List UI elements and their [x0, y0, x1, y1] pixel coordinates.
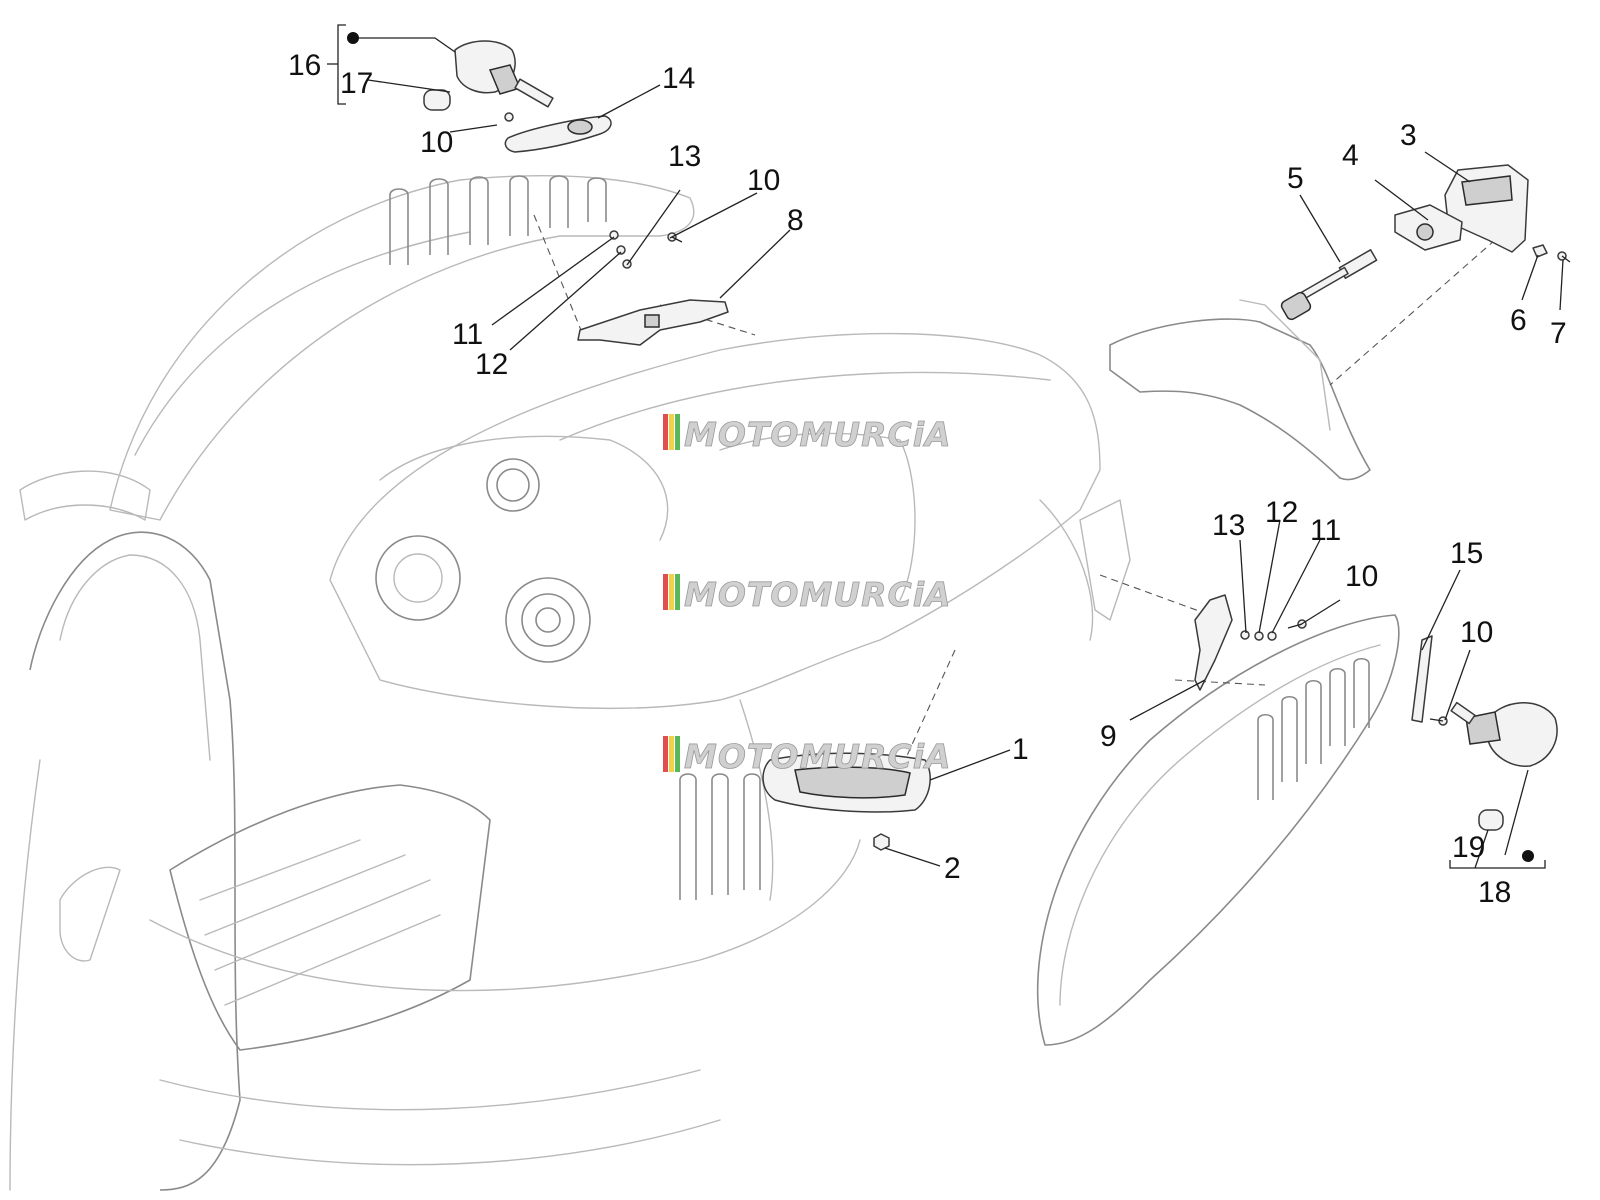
watermark-stripe-red	[663, 736, 668, 772]
callout-12-right: 12	[1265, 496, 1298, 529]
part-9-bracket	[1194, 594, 1233, 691]
watermark-stripe-yellow	[669, 574, 674, 610]
callout-9: 9	[1100, 720, 1117, 753]
watermark-3: MOTOMURCiA	[663, 736, 952, 776]
callout-10-top-center: 10	[747, 164, 780, 197]
part-6-clip	[1532, 244, 1548, 258]
assembly-marker-dot	[347, 32, 359, 44]
callout-5: 5	[1287, 162, 1304, 195]
callout-11-top: 11	[452, 318, 483, 351]
watermark-stripe-yellow	[669, 414, 674, 450]
watermark-1: MOTOMURCiA	[663, 414, 952, 454]
watermark-stripe-green	[675, 574, 680, 610]
callout-10-right-signal: 10	[1460, 616, 1493, 649]
watermark-text: MOTOMURCiA	[684, 415, 952, 454]
callout-14: 14	[662, 62, 695, 95]
watermark-stripe-red	[663, 414, 668, 450]
watermark-text: MOTOMURCiA	[684, 737, 952, 776]
part-4-lens	[1394, 204, 1463, 251]
callout-8: 8	[787, 204, 804, 237]
part-1-tail-light	[762, 752, 931, 813]
part-19-bulb	[1478, 809, 1504, 831]
callout-3: 3	[1400, 119, 1417, 152]
alignment-lines	[533, 214, 1496, 761]
callout-13-right: 13	[1212, 509, 1245, 542]
callout-11-right: 11	[1310, 514, 1341, 547]
callout-1: 1	[1012, 733, 1029, 766]
callout-7: 7	[1550, 317, 1567, 350]
callout-2: 2	[944, 852, 961, 885]
watermark-stripe-red	[663, 574, 668, 610]
part-16-turn-signal-left	[454, 40, 554, 108]
part-7-screw	[1557, 251, 1571, 263]
part-5-bulb-socket	[1280, 249, 1378, 321]
part-17-bulb	[423, 89, 451, 111]
assembly-marker-dot	[1522, 850, 1534, 862]
watermark-stripe-green	[675, 736, 680, 772]
callout-labels: 1 2 3 4 5 6 7 8 9 10 10 10 10 11 11 12 1…	[288, 49, 1567, 909]
scooter-body-outline	[9, 175, 1400, 1191]
watermark-text: MOTOMURCiA	[684, 575, 952, 614]
callout-6: 6	[1510, 304, 1527, 337]
part-8-bracket	[577, 299, 729, 346]
watermark-stripe-yellow	[669, 736, 674, 772]
callout-10-right-bracket: 10	[1345, 560, 1378, 593]
callout-16: 16	[288, 49, 321, 82]
watermark-stripe-green	[675, 414, 680, 450]
part-14-gasket	[504, 115, 612, 153]
callout-4: 4	[1342, 139, 1359, 172]
callout-13-top: 13	[668, 140, 701, 173]
callout-12-top: 12	[475, 348, 508, 381]
callout-15: 15	[1450, 537, 1483, 570]
leader-lines	[327, 24, 1564, 869]
part-18-turn-signal-right	[1450, 701, 1558, 767]
part-10-screws	[504, 112, 1448, 726]
callout-19: 19	[1452, 831, 1485, 864]
callout-17: 17	[340, 67, 373, 100]
callout-10-top-left: 10	[420, 126, 453, 159]
callout-18: 18	[1478, 876, 1511, 909]
part-3-plate-light-housing	[1444, 164, 1529, 253]
part-11-12-13-washers	[609, 230, 1277, 641]
part-2-nut	[873, 833, 890, 851]
watermark-2: MOTOMURCiA	[663, 574, 952, 614]
